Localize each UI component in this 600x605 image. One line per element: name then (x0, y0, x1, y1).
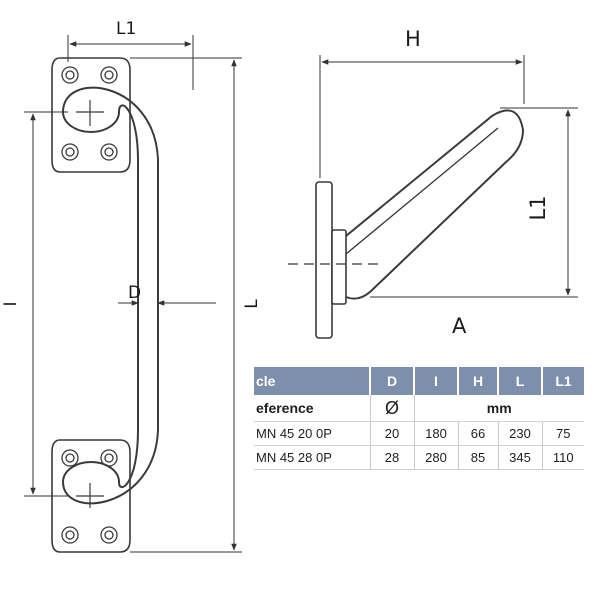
i-label: I (1, 301, 21, 306)
cell-d: 28 (369, 445, 414, 470)
grab-bar-top-end (62, 111, 120, 133)
d-label: D (128, 283, 141, 303)
l-label: L (242, 299, 262, 309)
cell-ref: MN 45 28 0P (254, 445, 370, 470)
table-row: MN 45 20 0P 20 180 66 230 75 (254, 421, 584, 446)
side-l1-label: L1 (526, 195, 550, 220)
center-marks (76, 100, 104, 508)
reference-label: eference (254, 395, 370, 422)
header-article: cle (254, 367, 370, 395)
cell-l: 345 (497, 445, 542, 470)
grab-bar-inner-edge (118, 104, 139, 488)
bottom-plate-screw-holes (61, 449, 118, 544)
cell-h: 85 (457, 445, 498, 470)
a-label: A (452, 314, 467, 338)
front-dimensions (24, 35, 242, 553)
side-collar (331, 229, 347, 305)
cell-h: 66 (457, 421, 498, 446)
unit-label: mm (413, 395, 584, 422)
diameter-symbol: Ø (369, 395, 414, 422)
header-l: L (497, 367, 542, 395)
side-view (288, 109, 525, 339)
grab-bar-outer-edge (62, 86, 159, 505)
front-view (51, 57, 159, 553)
side-wall-plate (315, 181, 333, 339)
table-header-row: cle D I H L L1 (254, 367, 584, 395)
cell-ref: MN 45 20 0P (254, 421, 370, 446)
h-label: H (405, 27, 421, 51)
cell-l: 230 (497, 421, 542, 446)
cell-l1: 75 (541, 421, 584, 446)
specification-table: cle D I H L L1 eference Ø mm MN 45 20 0P… (254, 367, 584, 470)
top-plate-screw-holes (61, 66, 118, 161)
side-arm-lower-edge (345, 127, 499, 255)
table-row: MN 45 28 0P 28 280 85 345 110 (254, 445, 584, 470)
header-h: H (457, 367, 498, 395)
cell-i: 180 (413, 421, 458, 446)
header-l1: L1 (541, 367, 584, 395)
header-i: I (413, 367, 458, 395)
cell-l1: 110 (541, 445, 584, 470)
header-d: D (369, 367, 414, 395)
cell-i: 280 (413, 445, 458, 470)
l1-label: L1 (116, 19, 136, 39)
grab-bar-bottom-end (62, 461, 120, 483)
side-dimensions (319, 55, 578, 298)
cell-d: 20 (369, 421, 414, 446)
units-row: eference Ø mm (254, 395, 584, 422)
side-arm (345, 109, 525, 300)
